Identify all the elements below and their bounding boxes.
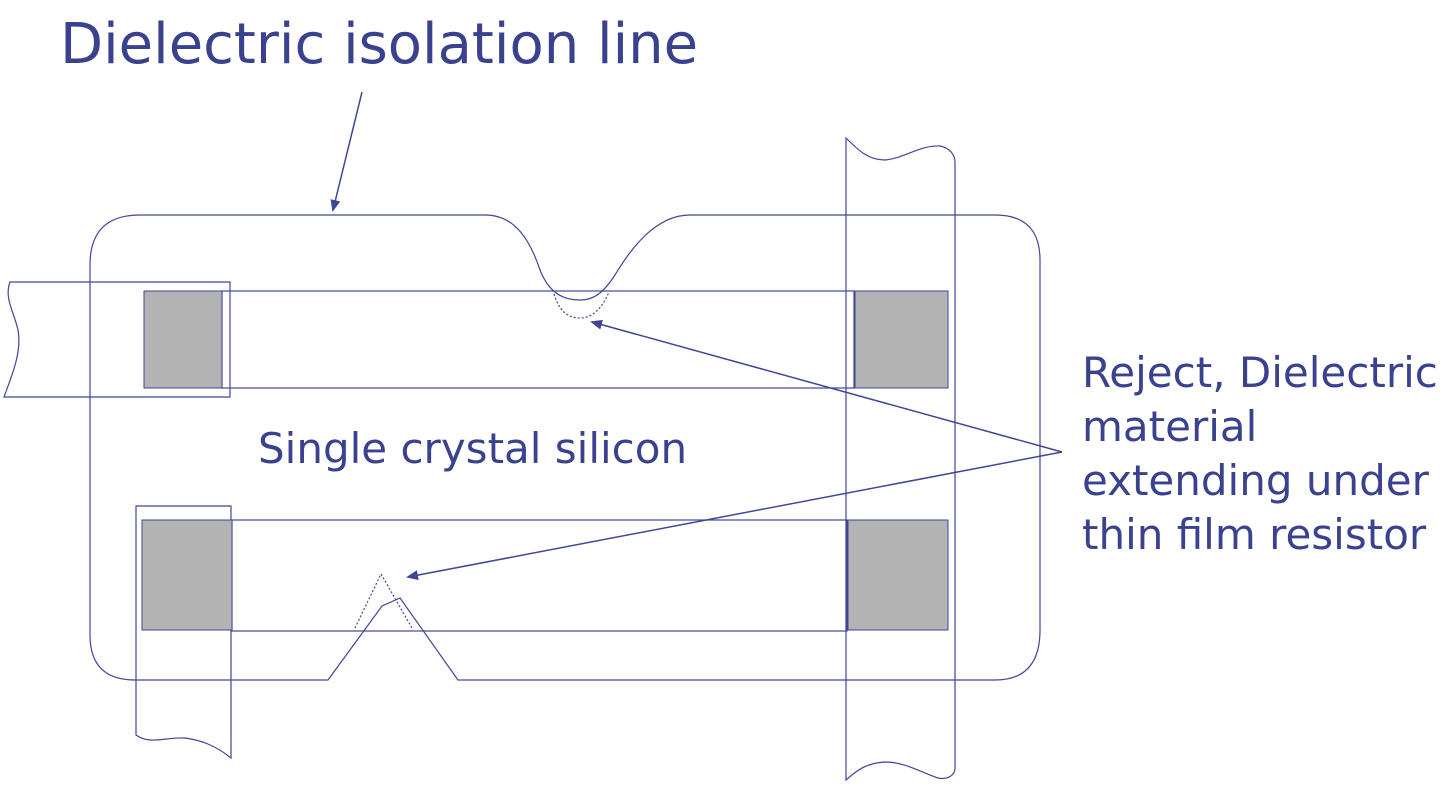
contact-pad-upper-left: [143, 290, 223, 389]
right-lead-strip: [845, 136, 956, 782]
callout-arrow-lower: [406, 451, 1063, 581]
diagram-title: Dielectric isolation line: [60, 12, 699, 77]
dielectric-isolation-outline: [89, 214, 1041, 681]
lower-left-lead-strip: [135, 505, 232, 760]
lower-thin-film-resistor: [231, 519, 848, 632]
contact-pad-upper-right: [854, 290, 949, 389]
upper-left-lead-strip: [3, 281, 231, 398]
callout-line: extending under: [1082, 456, 1429, 505]
callout-line: Reject, Dielectric: [1082, 348, 1438, 397]
contact-pad-lower-right: [847, 519, 949, 631]
lower-reject-spike-dotted: [354, 572, 413, 629]
reject-callout-label: Reject, Dielectric material extending un…: [1082, 346, 1438, 562]
title-arrow: [330, 91, 363, 212]
callout-line: material: [1082, 402, 1258, 451]
single-crystal-silicon-label: Single crystal silicon: [258, 424, 688, 473]
upper-thin-film-resistor: [221, 290, 855, 389]
callout-line: thin film resistor: [1082, 510, 1427, 559]
callout-arrow-upper: [590, 319, 1063, 453]
contact-pad-lower-left: [141, 519, 233, 631]
